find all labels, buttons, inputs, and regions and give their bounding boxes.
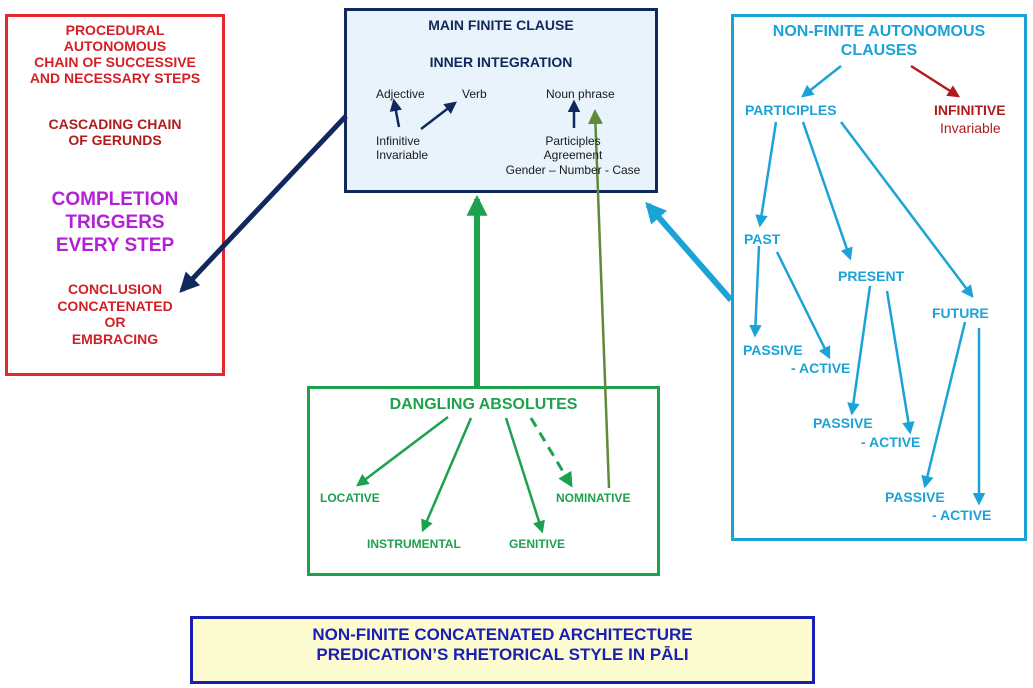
past-active-label: - ACTIVE [791, 360, 851, 376]
diagram-title: NON-FINITE CONCATENATED ARCHITECTURE PRE… [190, 625, 815, 666]
procedural-chain-box [5, 14, 225, 376]
text-line: Participles [545, 134, 601, 148]
arrow-nominative-to-noun-phrase [587, 109, 611, 489]
participles-agreement-label: Participles Agreement Gender – Number - … [496, 134, 650, 177]
cascading-text: CASCADING CHAIN OF GERUNDS [5, 116, 225, 148]
text-line: CONCLUSION [67, 281, 163, 297]
conclusion-text: CONCLUSION CONCATENATED OR EMBRACING [5, 281, 225, 347]
text-line: AND NECESSARY STEPS [29, 70, 201, 87]
past-passive-label: PASSIVE [743, 342, 803, 358]
text-line: OR [104, 314, 126, 331]
arrow-present-to-active [885, 290, 915, 435]
verb-label: Verb [462, 87, 487, 101]
text-line: EMBRACING [71, 330, 159, 347]
text-line: CLAUSES [840, 42, 918, 60]
main-clause-title: MAIN FINITE CLAUSE [428, 17, 574, 33]
title-line: PREDICATION’S RHETORICAL STYLE IN PĀLI [316, 645, 689, 665]
arrow-dangling-to-genitive [504, 417, 545, 534]
present-passive-label: PASSIVE [813, 415, 873, 431]
text-line: CASCADING CHAIN [48, 116, 182, 132]
text-line: Invariable [376, 148, 429, 163]
text-line: Agreement [543, 148, 603, 163]
arrow-past-to-active [775, 251, 831, 360]
text-line: AUTONOMOUS [63, 38, 167, 55]
text-line: CONCATENATED [57, 297, 173, 314]
text-line: CHAIN OF SUCCESSIVE [34, 54, 196, 71]
genitive-label: GENITIVE [509, 537, 566, 551]
arrow-clauses-to-infinitive [910, 64, 961, 98]
arrow-infinitive-to-adjective [389, 98, 403, 128]
dangling-absolutes-title: DANGLING ABSOLUTES [389, 396, 578, 413]
diagram-title-box [190, 616, 815, 684]
arrow-future-to-passive [921, 321, 967, 489]
arrow-nonfinite-to-main [645, 201, 734, 302]
non-finite-clauses-box [731, 14, 1027, 541]
arrow-dangling-to-instrumental [421, 417, 473, 533]
text-line: COMPLETION [51, 189, 179, 210]
procedural-text: PROCEDURAL AUTONOMOUS CHAIN OF SUCCESSIV… [5, 22, 225, 86]
locative-label: LOCATIVE [320, 491, 380, 505]
inner-integration-title: INNER INTEGRATION [429, 54, 573, 70]
present-active-label: - ACTIVE [861, 434, 921, 450]
text-line: Gender – Number - Case [505, 162, 641, 177]
future-passive-label: PASSIVE [885, 489, 945, 505]
text-line: NON-FINITE AUTONOMOUS [772, 23, 986, 40]
arrow-participles-to-future [840, 121, 974, 298]
future-label: FUTURE [932, 305, 989, 321]
infinitive-invariable-label: Infinitive Invariable [376, 134, 428, 163]
arrow-participles-to-present [801, 121, 853, 261]
noun-phrase-label: Noun phrase [546, 87, 615, 101]
completion-text: COMPLETION TRIGGERS EVERY STEP [5, 189, 225, 257]
text-line: TRIGGERS [65, 211, 165, 233]
past-label: PAST [744, 231, 781, 247]
arrow-past-to-passive [749, 245, 762, 338]
arrow-present-to-passive [847, 285, 872, 416]
infinitive-invariable-note: Invariable [940, 120, 1001, 136]
title-line: NON-FINITE CONCATENATED ARCHITECTURE [312, 625, 693, 644]
arrow-clauses-to-participles [801, 65, 842, 98]
arrow-dangling-to-locative [356, 416, 449, 487]
future-active-label: - ACTIVE [932, 507, 992, 523]
text-line: PROCEDURAL [65, 22, 165, 38]
instrumental-label: INSTRUMENTAL [367, 537, 461, 551]
infinitive-label: INFINITIVE [934, 102, 1006, 118]
arrow-participles-to-past [755, 121, 778, 228]
arrow-infinitive-to-verb [420, 101, 457, 130]
arrow-dangling-to-nominative [529, 417, 573, 488]
non-finite-title: NON-FINITE AUTONOMOUS CLAUSES [731, 22, 1027, 60]
text-line: EVERY STEP [55, 234, 175, 256]
arrow-main-to-conclusion [179, 114, 348, 293]
text-line: OF GERUNDS [68, 132, 162, 149]
present-label: PRESENT [838, 268, 905, 284]
participles-label: PARTICIPLES [745, 102, 837, 118]
dangling-absolutes-box [307, 386, 660, 576]
adjective-label: Adjective [376, 87, 425, 101]
nominative-label: NOMINATIVE [556, 491, 631, 505]
text-line: Infinitive [376, 134, 421, 148]
